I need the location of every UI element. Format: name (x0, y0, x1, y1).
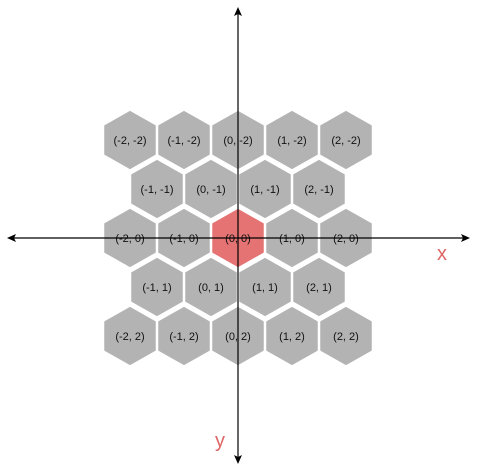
hex-cell: (-2, 2) (102, 305, 158, 367)
hex-cell: (-1, -1) (129, 158, 185, 220)
hex-cell: (2, -2) (318, 109, 374, 171)
hex-label: (-1, 2) (169, 331, 198, 343)
hex-label: (-1, 1) (142, 282, 171, 294)
hex-label: (1, 0) (279, 233, 305, 245)
hex-cell: (1, 1) (237, 256, 293, 318)
hex-label: (1, -1) (250, 184, 279, 196)
y-axis-top-arrowhead (234, 7, 242, 16)
hex-cell: (2, -1) (291, 158, 347, 220)
hex-label: (0, 1) (198, 282, 224, 294)
x-axis-left-arrowhead (7, 234, 16, 242)
x-axis-label: x (437, 243, 447, 265)
hex-label: (-1, 0) (169, 233, 198, 245)
hex-cell: (0, 1) (183, 256, 239, 318)
hex-label: (2, 0) (333, 233, 359, 245)
hex-label: (-1, -1) (141, 184, 174, 196)
hex-shape (291, 256, 347, 318)
y-axis-label: y (215, 430, 225, 452)
x-axis-right-arrowhead (461, 234, 470, 242)
hex-label: (1, 1) (252, 282, 278, 294)
hex-cell: (1, -1) (237, 158, 293, 220)
hex-shape (102, 305, 158, 367)
hex-shape (129, 256, 185, 318)
hex-label: (-1, -2) (168, 135, 201, 147)
hex-cell: (1, -2) (264, 109, 320, 171)
hex-label: (2, -2) (331, 135, 360, 147)
hex-cell: (0, -1) (183, 158, 239, 220)
hex-label: (0, -1) (196, 184, 225, 196)
hex-label: (-2, 0) (115, 233, 144, 245)
hex-label: (1, -2) (277, 135, 306, 147)
hex-cell: (-1, -2) (156, 109, 212, 171)
hex-shape (264, 109, 320, 171)
hex-cell: (1, 2) (264, 305, 320, 367)
hex-shape (291, 158, 347, 220)
hex-label: (1, 2) (279, 331, 305, 343)
hex-label: (-2, 2) (115, 331, 144, 343)
hex-layer: (-2, -2)(-1, -2)(0, -2)(1, -2)(2, -2)(-1… (102, 109, 374, 367)
hex-cell: (-2, -2) (102, 109, 158, 171)
hex-label: (2, -1) (304, 184, 333, 196)
hex-label: (-2, -2) (114, 135, 147, 147)
hex-shape (318, 109, 374, 171)
hex-cell: (2, 1) (291, 256, 347, 318)
hex-label: (2, 1) (306, 282, 332, 294)
hex-shape (102, 109, 158, 171)
hex-shape (318, 305, 374, 367)
y-axis-bottom-arrowhead (234, 455, 242, 464)
hex-label: (2, 2) (333, 331, 359, 343)
hex-cell: (-1, 2) (156, 305, 212, 367)
hex-shape (129, 158, 185, 220)
hex-cell: (2, 2) (318, 305, 374, 367)
hex-shape (156, 109, 212, 171)
hex-shape (264, 305, 320, 367)
axis-layer: x y (7, 7, 470, 464)
hex-cell: (-1, 1) (129, 256, 185, 318)
hex-shape (156, 305, 212, 367)
